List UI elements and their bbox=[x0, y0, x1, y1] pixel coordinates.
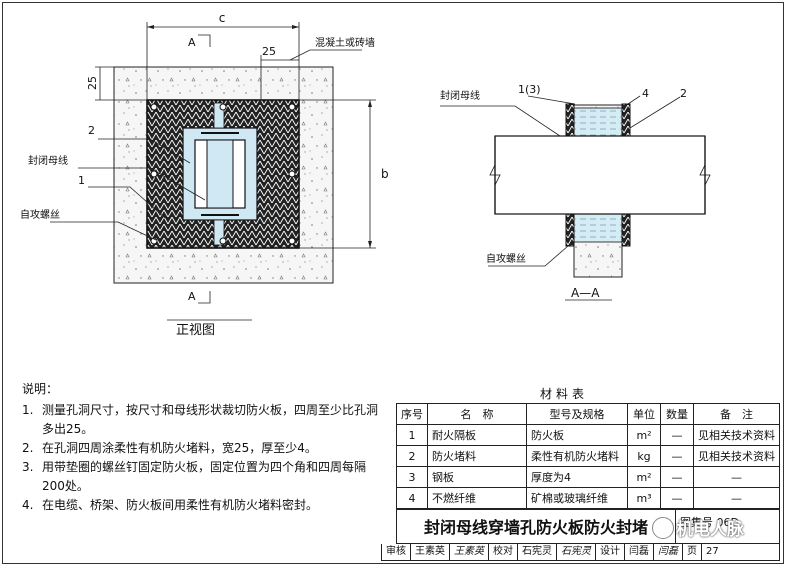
code-label: 图集号 bbox=[680, 516, 713, 529]
section-label-4: 4 bbox=[642, 87, 649, 100]
table-row: 2 防火堵料 柔性有机防火堵料 kg — 见相关技术资料 bbox=[396, 445, 780, 467]
page-number: 27 bbox=[706, 546, 719, 557]
section-caption: A—A bbox=[571, 286, 600, 300]
leader-1 bbox=[88, 186, 166, 219]
page-label: 页 bbox=[683, 544, 702, 560]
col-qty: 数量 bbox=[660, 403, 694, 425]
section-wool-bottom bbox=[573, 213, 623, 243]
leader-13 bbox=[527, 95, 576, 105]
busway-top-stub bbox=[213, 102, 225, 129]
materials-title: 材料表 bbox=[540, 387, 589, 401]
checker-signature: 石宪灵 bbox=[557, 544, 596, 560]
section-mark-top: A bbox=[188, 36, 196, 49]
section-label-2: 2 bbox=[680, 87, 687, 100]
section-view: 封闭母线 1(3) 4 2 自攻螺丝 A—A bbox=[440, 83, 711, 301]
leader-section-screw bbox=[488, 245, 569, 267]
leader-screw bbox=[50, 221, 157, 241]
designer-name: 闫磊 bbox=[625, 544, 654, 560]
note-item: 2. 在孔洞四周涂柔性有机防火堵料，宽25，厚至少4。 bbox=[22, 441, 317, 455]
section-marks bbox=[198, 34, 211, 304]
busway-conductor bbox=[206, 139, 234, 209]
drawing-title: 封闭母线穿墙孔防火板防火封堵 bbox=[396, 509, 676, 544]
materials-header-row: 序号 名 称 型号及规格 单位 数量 备 注 bbox=[396, 403, 780, 425]
leader-section-busway bbox=[440, 105, 561, 137]
col-name: 名 称 bbox=[427, 403, 527, 425]
screw-mark bbox=[288, 237, 296, 245]
table-row: 1 耐火隔板 防火板 m² — 见相关技术资料 bbox=[396, 424, 780, 446]
screw-mark bbox=[288, 170, 296, 178]
col-remark: 备 注 bbox=[693, 403, 780, 425]
screw-mark bbox=[150, 103, 158, 111]
materials-table: 序号 名 称 型号及规格 单位 数量 备 注 1 耐火隔板 防火板 m² — 见… bbox=[396, 403, 780, 509]
reviewer-name: 王素英 bbox=[411, 544, 450, 560]
leader-section-2 bbox=[629, 96, 681, 129]
drawing-code: 图集号 06D bbox=[676, 509, 780, 544]
label-screw: 自攻螺丝 bbox=[20, 208, 60, 221]
note-item: 3. 用带垫圈的螺丝钉固定防火板，固定位置为四个角和四周每隔 bbox=[22, 460, 367, 474]
leader-4 bbox=[627, 95, 641, 105]
col-index: 序号 bbox=[396, 403, 428, 425]
label-1: 1 bbox=[78, 174, 85, 187]
leader-concrete bbox=[289, 49, 362, 61]
section-label-screw: 自攻螺丝 bbox=[486, 252, 526, 265]
review-label: 审核 bbox=[382, 544, 411, 560]
signature-row: 审核 王素英 王素英 校对 石宪灵 石宪灵 设计 闫磊 闫磊 页 27 bbox=[381, 544, 780, 561]
designer-signature: 闫磊 bbox=[654, 544, 683, 560]
note-item: 4. 在电缆、桥架、防火板间用柔性有机防火堵料密封。 bbox=[22, 498, 319, 512]
front-view-caption: 正视图 bbox=[176, 323, 215, 338]
notes: 说明： 1. 测量孔洞尺寸，按尺寸和母线形状裁切防火板，四周至少比孔洞 多出25… bbox=[22, 380, 392, 515]
dim-25-left-label: 25 bbox=[86, 76, 99, 90]
front-view: c 25 25 b A A 混凝土或砖墙 2 封闭母线 1 自攻螺丝 正视图 bbox=[20, 11, 389, 338]
busway-flange bbox=[201, 132, 239, 216]
screw-mark bbox=[219, 103, 227, 111]
reviewer-signature: 王素英 bbox=[450, 544, 489, 560]
table-row: 3 钢板 厚度为4 m² — — bbox=[396, 466, 780, 488]
col-unit: 单位 bbox=[627, 403, 661, 425]
note-continuation: 200处。 bbox=[42, 479, 89, 493]
section-wool-top bbox=[573, 107, 623, 137]
note-continuation: 多出25。 bbox=[42, 422, 94, 436]
section-board-rt bbox=[621, 103, 631, 139]
dim-c-label: c bbox=[219, 11, 226, 25]
checker-name: 石宪灵 bbox=[518, 544, 557, 560]
dim-b-label: b bbox=[381, 167, 389, 181]
section-busway bbox=[494, 135, 706, 215]
dim-c-line bbox=[146, 22, 300, 100]
section-label-busway: 封闭母线 bbox=[440, 89, 480, 102]
leader-2 bbox=[98, 138, 191, 164]
leader-busway bbox=[78, 167, 206, 201]
label-busway: 封闭母线 bbox=[28, 154, 68, 167]
label-2: 2 bbox=[88, 124, 95, 137]
screw-mark bbox=[288, 103, 296, 111]
busway-bottom-stub bbox=[213, 219, 225, 246]
check-label: 校对 bbox=[489, 544, 518, 560]
code-value: 06D bbox=[716, 516, 739, 529]
section-board-rb bbox=[621, 211, 631, 247]
section-board-lt bbox=[565, 103, 575, 139]
table-row: 4 不燃纤维 矿棉或玻璃纤维 m³ — — bbox=[396, 487, 780, 509]
dim-b-line bbox=[299, 99, 376, 249]
col-spec: 型号及规格 bbox=[526, 403, 628, 425]
screw-mark bbox=[150, 170, 158, 178]
section-board-lb bbox=[565, 211, 575, 247]
section-label-13: 1(3) bbox=[518, 83, 541, 96]
break-symbols bbox=[489, 164, 711, 186]
design-label: 设计 bbox=[596, 544, 625, 560]
dim-25-top-label: 25 bbox=[262, 45, 276, 58]
title-block: 封闭母线穿墙孔防火板防火封堵 图集号 06D 审核 王素英 王素英 校对 石宪灵… bbox=[381, 509, 780, 563]
dim-25-left-line bbox=[95, 66, 147, 101]
screw-mark bbox=[219, 237, 227, 245]
label-concrete: 混凝土或砖墙 bbox=[315, 36, 375, 49]
watermark-icon bbox=[652, 517, 674, 539]
dim-25-top-line bbox=[260, 55, 299, 100]
watermark: 机电人脉 bbox=[676, 520, 744, 540]
section-mark-bottom: A bbox=[188, 290, 196, 303]
note-item: 1. 测量孔洞尺寸，按尺寸和母线形状裁切防火板，四周至少比孔洞 bbox=[22, 403, 379, 417]
notes-heading: 说明： bbox=[22, 382, 59, 396]
